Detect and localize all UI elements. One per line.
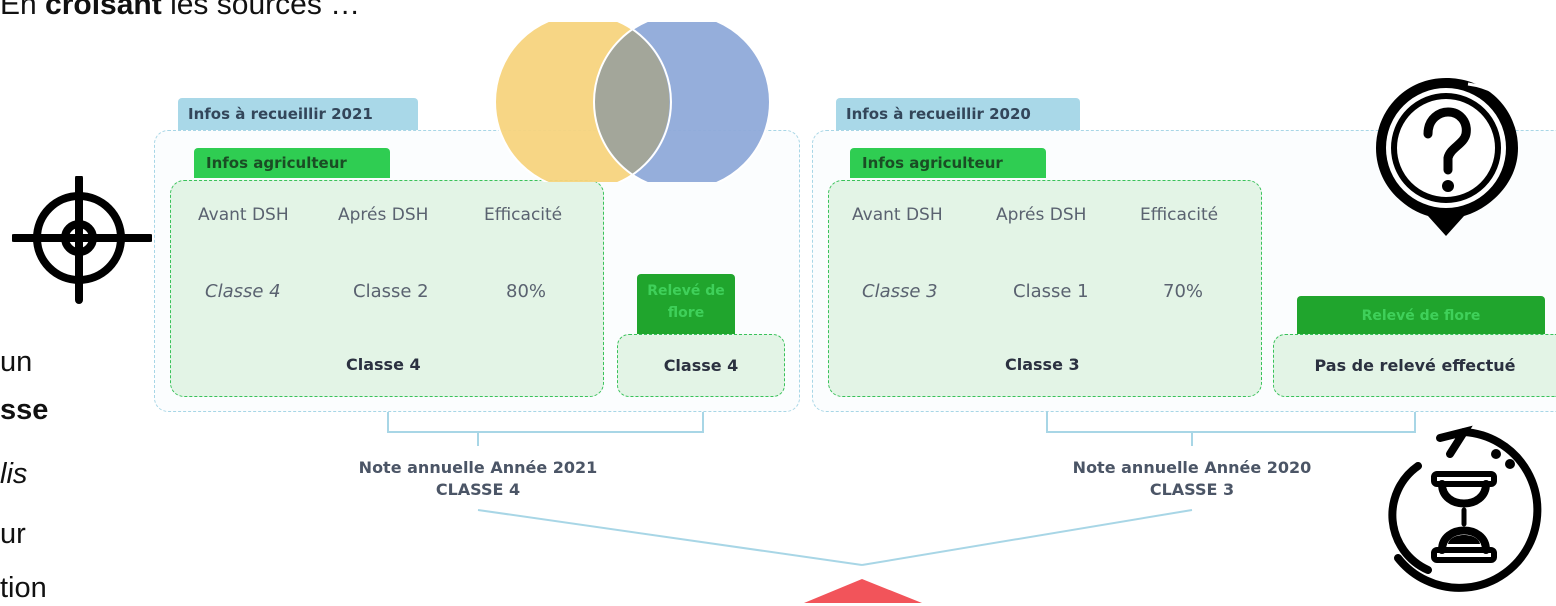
flore-tab-2020: Relevé de flore	[1297, 296, 1545, 336]
col-apres-2020: Aprés DSH	[996, 205, 1087, 225]
side-text-4: ur	[0, 518, 26, 550]
annual-note-2020-class: CLASSE 3	[1149, 480, 1235, 499]
val-efficacite-2020: 70%	[1163, 281, 1204, 302]
farmer-tab-2020: Infos agriculteur	[850, 148, 1046, 178]
col-apres-2021: Aprés DSH	[338, 205, 429, 225]
val-efficacite-2021: 80%	[506, 281, 547, 302]
venn-circles-icon	[496, 22, 771, 182]
col-avant-2021: Avant DSH	[198, 205, 289, 225]
farmer-panel-2020	[828, 180, 1262, 397]
col-efficacite-2021: Efficacité	[484, 205, 563, 225]
tab-infos-2020: Infos à recueillir 2020	[836, 98, 1080, 130]
side-text-5: tion	[0, 572, 47, 604]
side-text-2: sse	[0, 394, 49, 426]
val-avant-2020: Classe 3	[862, 281, 938, 302]
flore-result-2021: Classe 4	[617, 334, 785, 397]
question-pin-icon	[1376, 78, 1518, 236]
val-apres-2020: Classe 1	[1013, 281, 1089, 302]
tab-infos-2021: Infos à recueillir 2021	[178, 98, 418, 130]
farmer-tab-2021: Infos agriculteur	[194, 148, 390, 178]
annual-note-2021-title: Note annuelle Année 2021	[358, 458, 598, 477]
bottom-triangle	[804, 579, 922, 603]
farmer-result-2021: Classe 4	[346, 355, 421, 374]
annual-note-2021-class: CLASSE 4	[435, 480, 521, 499]
col-efficacite-2020: Efficacité	[1140, 205, 1219, 225]
flore-tab-2021: Relevé de flore	[637, 274, 735, 334]
col-avant-2020: Avant DSH	[852, 205, 943, 225]
annual-note-2020-title: Note annuelle Année 2020	[1072, 458, 1312, 477]
farmer-panel-2021	[170, 180, 604, 397]
hourglass-refresh-icon	[1388, 425, 1542, 592]
crosshair-target-icon	[12, 176, 152, 304]
side-text-3: lis	[0, 458, 28, 490]
annual-note-2021: Note annuelle Année 2021 CLASSE 4	[338, 457, 618, 501]
annual-note-2020: Note annuelle Année 2020 CLASSE 3	[1052, 457, 1332, 501]
val-avant-2021: Classe 4	[205, 281, 281, 302]
flore-result-2020: Pas de relevé effectué	[1273, 334, 1556, 397]
val-apres-2021: Classe 2	[353, 281, 429, 302]
page-heading: En croisant les sources …	[0, 0, 361, 21]
side-text-1: un	[0, 346, 33, 378]
farmer-result-2020: Classe 3	[1005, 355, 1080, 374]
